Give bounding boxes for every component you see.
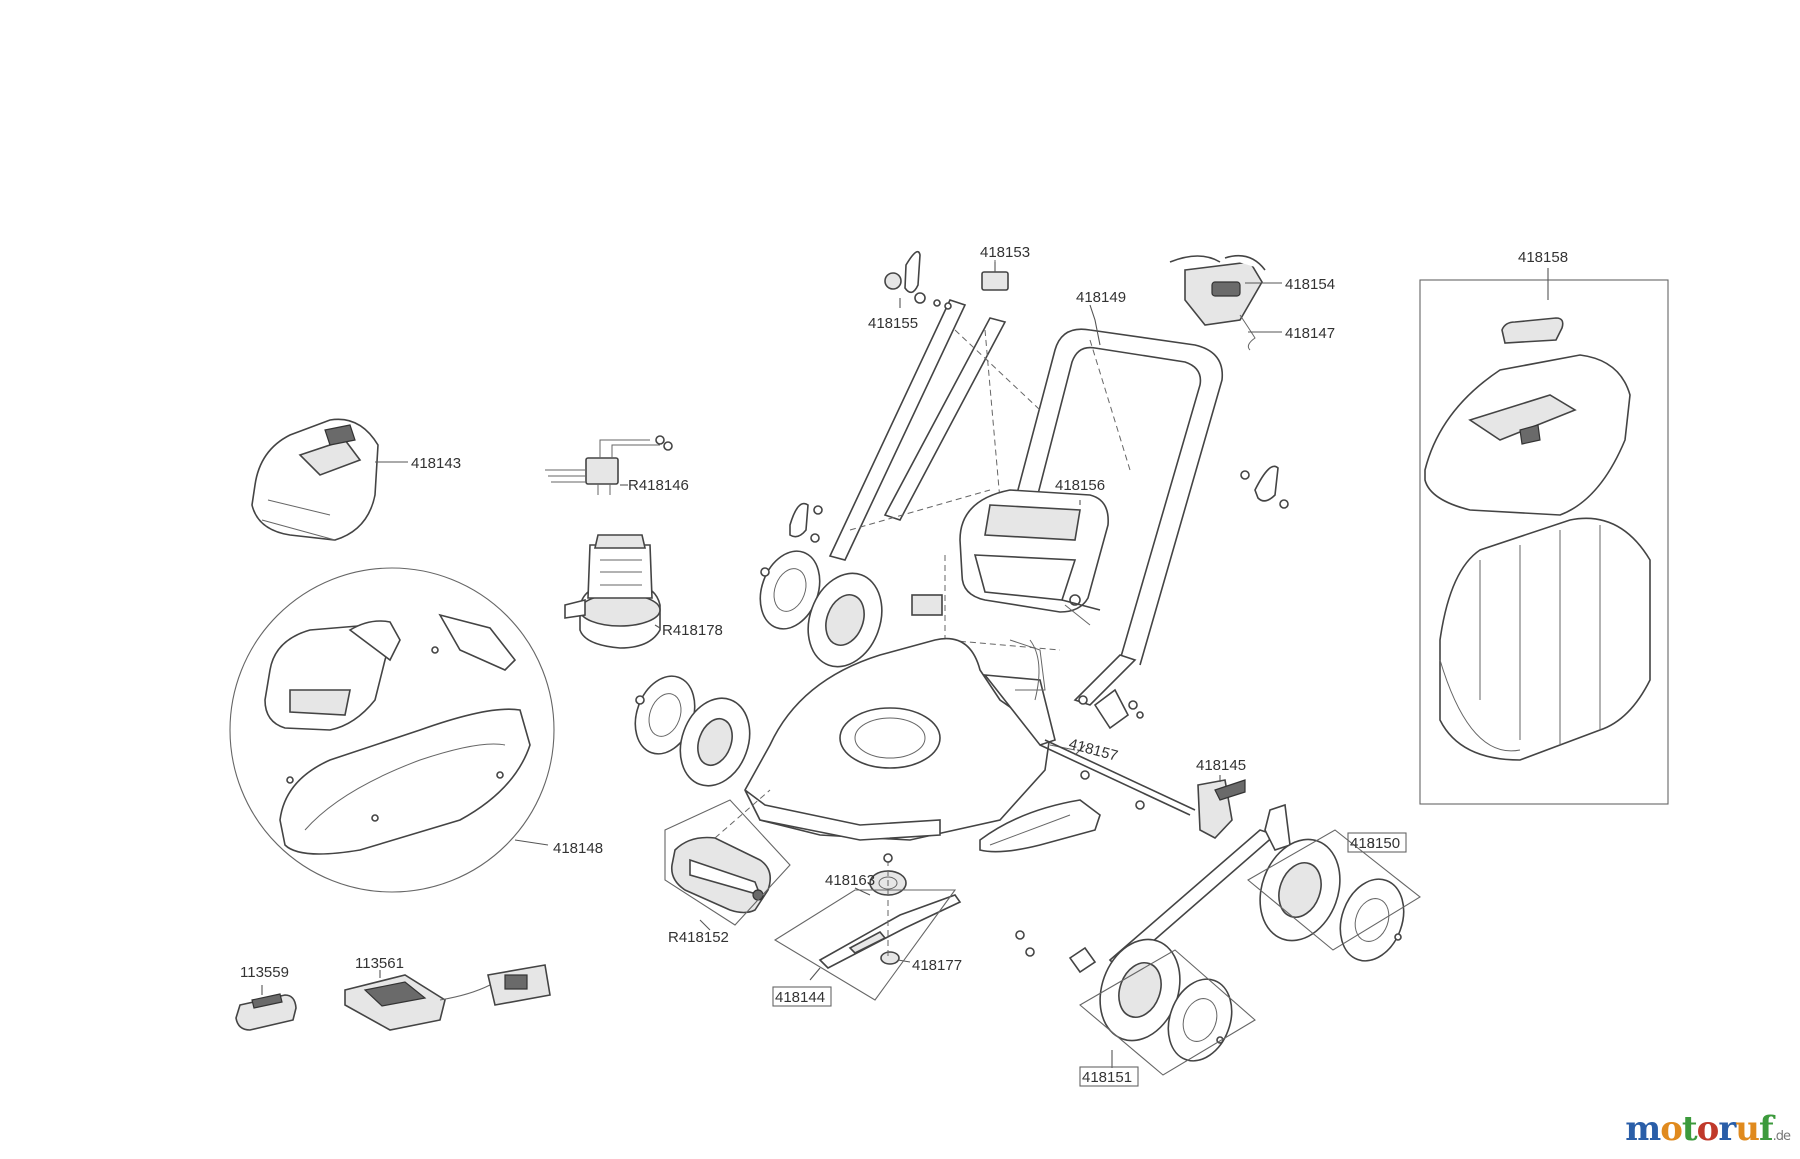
label-418148: 418148 xyxy=(553,840,603,857)
label-418145: 418145 xyxy=(1196,757,1246,774)
logo-letter-u: u xyxy=(1735,1109,1760,1149)
height-adjust-418157 xyxy=(1049,688,1144,751)
rear-axle-418145 xyxy=(1039,739,1291,972)
switch-box-418154 xyxy=(1169,254,1266,351)
grass-collector-418158 xyxy=(1419,279,1669,805)
label-418163: 418163 xyxy=(825,872,875,889)
label-418150: 418150 xyxy=(1350,835,1400,852)
label-418156: 418156 xyxy=(1055,477,1105,494)
label-418154: 418154 xyxy=(1285,276,1335,293)
battery-113559 xyxy=(235,993,297,1031)
side-bracket xyxy=(1015,930,1097,974)
battery-cover-418143 xyxy=(251,418,379,541)
label-418158: 418158 xyxy=(1518,249,1568,266)
leader-lines xyxy=(261,262,1549,1068)
handle-knob-right xyxy=(1240,465,1289,509)
motor-electronics-R418146 xyxy=(545,435,673,495)
label-113559: 113559 xyxy=(240,964,289,981)
logo-suffix: .de xyxy=(1772,1129,1791,1144)
label-418155: 418155 xyxy=(868,315,918,332)
handle-knob-left xyxy=(789,502,823,543)
charger-113561 xyxy=(344,964,551,1031)
label-R418152: R418152 xyxy=(668,929,729,946)
front-left-wheel-lower xyxy=(634,675,751,787)
logo-letter-o2: o xyxy=(1696,1109,1720,1149)
blade-assembly xyxy=(773,853,962,1001)
rear-wheel-418151 xyxy=(1079,938,1256,1076)
motor-R418178 xyxy=(564,534,661,649)
mower-deck xyxy=(744,594,1056,841)
boxed-label-418151: 418151 xyxy=(1079,1066,1139,1087)
label-R418178: R418178 xyxy=(662,622,723,639)
logo-letter-t: t xyxy=(1681,1109,1698,1149)
housing-418148 xyxy=(229,567,555,893)
label-418147: 418147 xyxy=(1285,325,1335,342)
logo-letter-m: m xyxy=(1625,1109,1661,1149)
battery-R418152 xyxy=(664,789,791,926)
label-418151: 418151 xyxy=(1082,1069,1132,1086)
front-left-wheel-upper xyxy=(759,550,883,668)
label-418143: 418143 xyxy=(411,455,461,472)
label-418177: 418177 xyxy=(912,957,962,974)
label-R418146: R418146 xyxy=(628,477,689,494)
label-113561: 113561 xyxy=(355,955,404,972)
motoruf-logo: motoruf.de xyxy=(1625,1109,1791,1149)
boxed-label-418144: 418144 xyxy=(772,986,832,1007)
logo-letter-r: r xyxy=(1718,1109,1736,1149)
label-418149: 418149 xyxy=(1076,289,1126,306)
handle-knob-set-top xyxy=(884,250,952,310)
label-418153: 418153 xyxy=(980,244,1030,261)
label-418144: 418144 xyxy=(775,989,825,1006)
rear-wheel-418150 xyxy=(1247,829,1421,962)
discharge-chute xyxy=(979,799,1101,853)
rear-flap-418156 xyxy=(944,489,1109,651)
logo-letter-o: o xyxy=(1660,1109,1683,1149)
boxed-label-418150: 418150 xyxy=(1347,832,1407,853)
logo-letter-f: f xyxy=(1758,1109,1774,1149)
